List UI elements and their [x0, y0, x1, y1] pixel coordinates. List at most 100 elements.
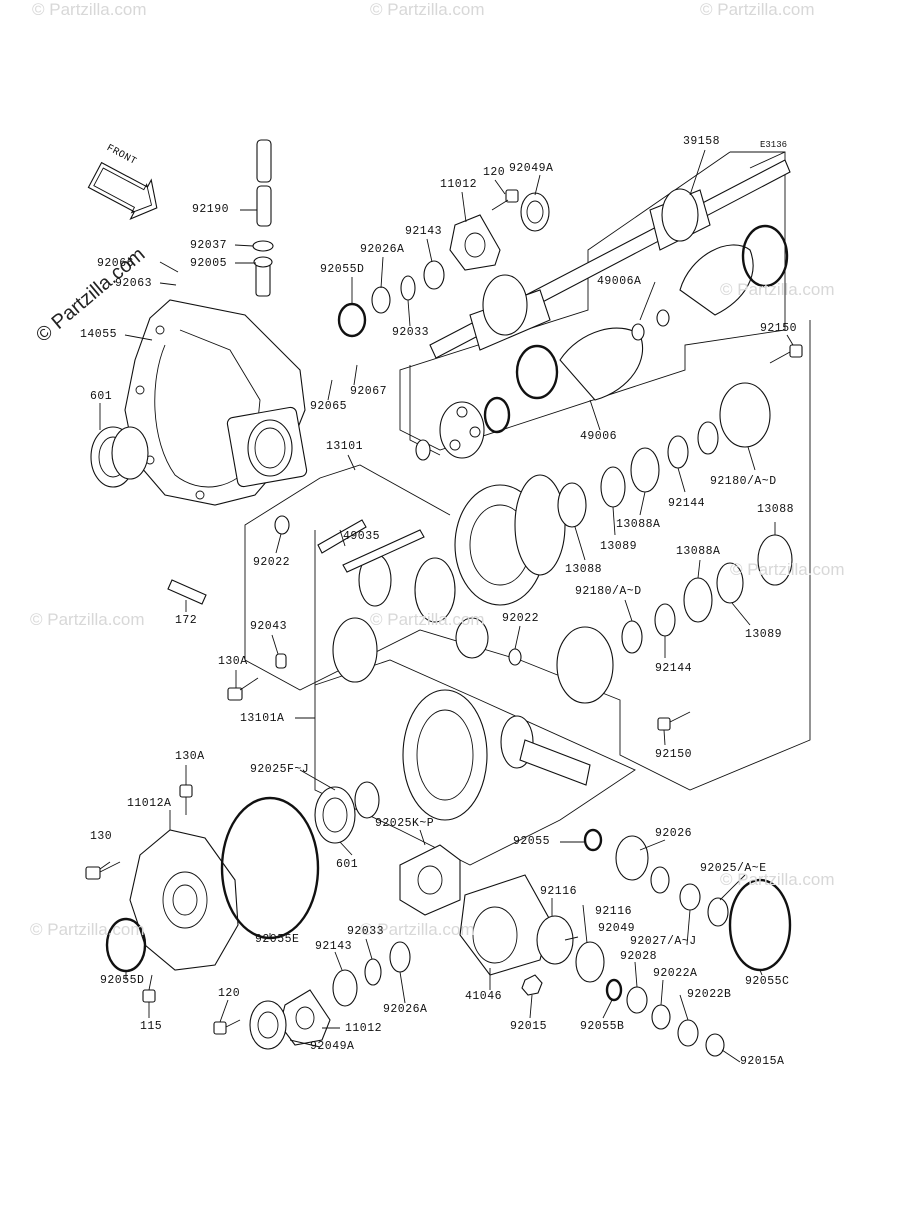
part-label: 92180/A~D	[575, 585, 642, 598]
o-ring-92055d-upper	[337, 302, 367, 338]
part-label: 92116	[540, 885, 578, 898]
part-label: 92055D	[320, 263, 365, 276]
part-label: 92037	[190, 239, 228, 252]
cv-joint	[415, 401, 485, 461]
part-label: 49006A	[597, 275, 642, 288]
o-ring-92055	[583, 828, 603, 852]
clutch-plates-right	[556, 382, 793, 704]
part-label: 92144	[655, 662, 693, 675]
part-label: 92066	[97, 257, 135, 270]
o-ring-92055b	[605, 978, 623, 1002]
part-label: 13101	[326, 440, 364, 453]
part-label: 49035	[343, 530, 381, 543]
boot-49006a	[656, 224, 789, 327]
part-label: 92190	[192, 203, 230, 216]
boot-49006	[483, 323, 645, 434]
stud-172	[167, 579, 207, 605]
bolt-120-upper	[491, 189, 519, 211]
part-label: 13088	[565, 563, 603, 576]
part-label: 92022A	[653, 967, 698, 980]
part-label: 92043	[250, 620, 288, 633]
bolts-92150	[657, 344, 803, 731]
part-label: 92055D	[100, 974, 145, 987]
cover-11012a	[129, 829, 239, 971]
part-label: 49006	[580, 430, 618, 443]
part-label: 92015	[510, 1020, 548, 1033]
part-label: 601	[336, 858, 359, 871]
ring-gear-13101a	[402, 689, 488, 821]
part-label: 92005	[190, 257, 228, 270]
part-label: 41046	[465, 990, 503, 1003]
front-arrow-icon	[87, 161, 158, 220]
nut-92015	[521, 974, 543, 996]
part-label: 92027/A~J	[630, 935, 697, 948]
part-label: 92063	[115, 277, 153, 290]
watermark: © Partzilla.com	[32, 0, 147, 19]
pin-92043	[275, 653, 287, 669]
part-label: 92015A	[740, 1055, 785, 1068]
retainer-11012-lower	[279, 989, 331, 1046]
seal-92143-upper	[423, 260, 445, 290]
retainer-11012-upper	[449, 214, 501, 271]
washer-92022-left	[274, 515, 290, 535]
watermark: © Partzilla.com	[360, 920, 475, 939]
gear-case-housing	[124, 299, 308, 506]
watermark: © Partzilla.com	[700, 0, 815, 19]
part-label: 39158	[683, 135, 721, 148]
part-label: 172	[175, 614, 198, 627]
watermark: © Partzilla.com	[370, 0, 485, 19]
part-label: 92144	[668, 497, 706, 510]
leader-lines	[99, 149, 794, 1063]
part-label: 92055	[513, 835, 551, 848]
part-label: 130A	[218, 655, 248, 668]
watermark: © Partzilla.com	[730, 560, 845, 579]
gasket-92025kp	[399, 844, 461, 916]
part-label: 92116	[595, 905, 633, 918]
part-label: 92022	[502, 612, 540, 625]
o-ring-92055c	[728, 878, 792, 972]
watermark: © Partzilla.com	[30, 920, 145, 939]
drive-shaft-39158	[429, 151, 791, 359]
part-label: 92049A	[509, 162, 554, 175]
part-label: 120	[218, 987, 241, 1000]
part-label: 92180/A~D	[710, 475, 777, 488]
part-label: 92025F~J	[250, 763, 310, 776]
part-label: 92025/A~E	[700, 862, 767, 875]
bearing-stack-right	[536, 835, 729, 1057]
part-label: 120	[483, 166, 506, 179]
part-label: 92026	[655, 827, 693, 840]
part-label: 92026A	[360, 243, 405, 256]
shim-92026a-upper	[371, 286, 391, 314]
pinion-gear	[500, 715, 591, 786]
part-label: 13088	[757, 503, 795, 516]
lower-shims	[332, 941, 411, 1007]
watermark: © Partzilla.com	[720, 870, 835, 889]
bolt-130a-mid	[227, 677, 259, 701]
part-label: 13088A	[676, 545, 721, 558]
watermark: © Partzilla.com	[370, 610, 485, 629]
part-label: 92033	[392, 326, 430, 339]
part-label: 92055B	[580, 1020, 625, 1033]
part-label: 92028	[620, 950, 658, 963]
part-label: 92022B	[687, 988, 732, 1001]
watermark: © Partzilla.com	[720, 280, 835, 299]
part-label: 92067	[350, 385, 388, 398]
bearing-601-lower	[314, 781, 380, 844]
part-label: 11012	[345, 1022, 383, 1035]
differential-assembly-outline	[244, 320, 811, 791]
part-label: 92055E	[255, 933, 300, 946]
part-label: 92150	[655, 748, 693, 761]
part-label: 13089	[745, 628, 783, 641]
part-label: 13089	[600, 540, 638, 553]
part-label: 92026A	[383, 1003, 428, 1016]
part-label: 130	[90, 830, 113, 843]
watermark: © Partzilla.com	[30, 610, 145, 629]
washer-92022-mid	[508, 648, 522, 666]
diagram-code: E3136	[760, 140, 788, 150]
part-label: 115	[140, 1020, 163, 1033]
breather-tube	[252, 139, 274, 297]
part-label: 11012A	[127, 797, 172, 810]
side-gear-pair	[332, 553, 489, 683]
